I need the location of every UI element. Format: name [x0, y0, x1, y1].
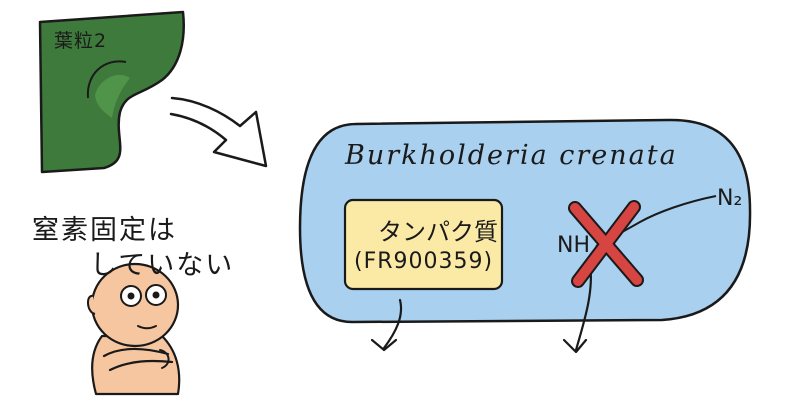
note-line-2: していない — [90, 250, 235, 281]
protein-box — [343, 198, 504, 291]
ammonia-label: NH — [557, 233, 590, 258]
cross-mark-icon — [568, 200, 644, 288]
species-label: Burkholderia crenata — [345, 140, 678, 171]
person-arms-crossed-icon — [87, 262, 181, 396]
note-line-1: 窒素固定は — [32, 215, 177, 246]
root-nodule-label: 葉粒2 — [54, 30, 108, 52]
protein-label: タンパク質 — [378, 218, 498, 246]
nitrogen-label: N₂ — [717, 186, 743, 211]
down-arrow-left-icon — [370, 298, 403, 352]
compound-id-label: (FR900359) — [354, 249, 494, 274]
curved-arrow-icon — [169, 96, 268, 168]
leaf-icon — [38, 10, 185, 174]
